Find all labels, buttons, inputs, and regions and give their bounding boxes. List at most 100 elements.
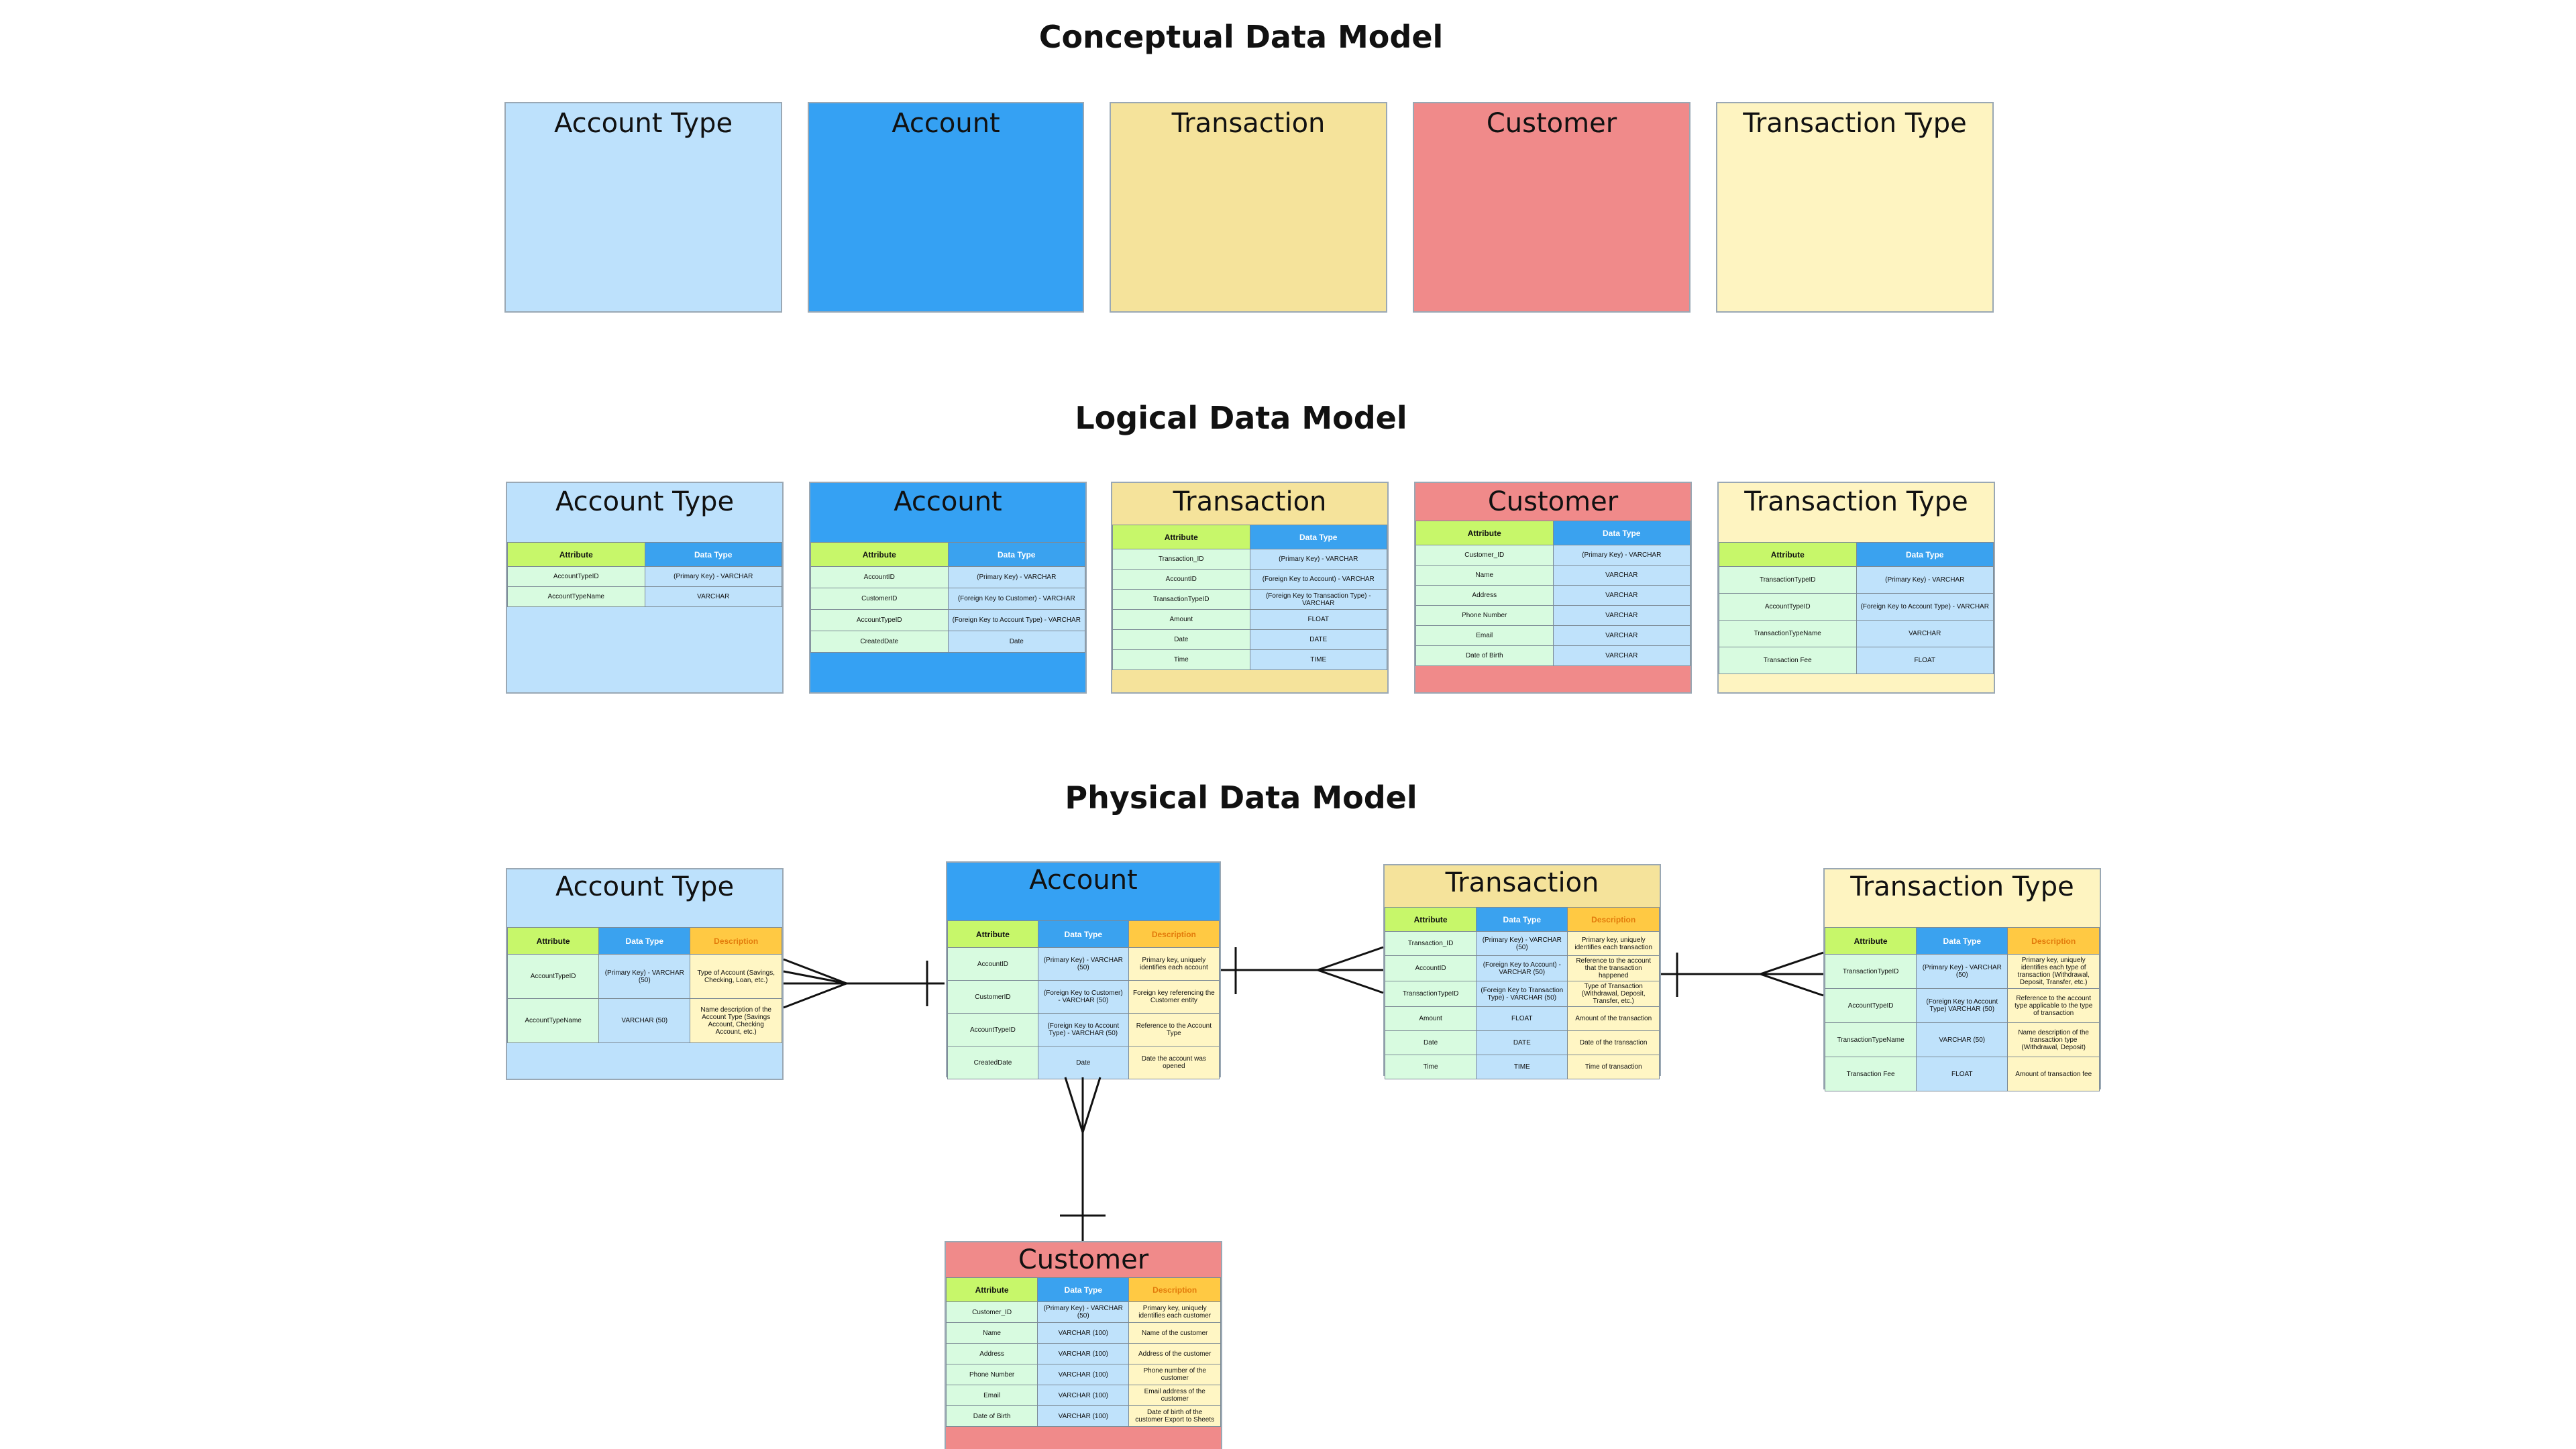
attribute-cell: AccountTypeID <box>506 954 600 999</box>
description-cell: Date of birth of the customer Export to … <box>1128 1405 1221 1427</box>
data-type-cell: (Foreign Key to Transaction Type) - VARC… <box>1249 589 1387 610</box>
description-cell: Time of transaction <box>1567 1055 1660 1079</box>
rel-account-transaction <box>1221 946 1384 994</box>
concept-account[interactable]: Account <box>808 102 1084 313</box>
rel-account-customer <box>1060 1077 1106 1241</box>
header-description: Description <box>1567 907 1660 932</box>
description-cell: Name description of the transaction type… <box>2007 1022 2100 1057</box>
entity-title: Account <box>894 486 1002 517</box>
table-row: AccountID(Primary Key) - VARCHAR <box>810 566 1085 588</box>
data-type-cell: FLOAT <box>1249 609 1387 630</box>
header-data-type: Data Type <box>1037 1277 1130 1302</box>
header-data-type: Data Type <box>1037 920 1129 948</box>
table-row: TransactionTypeID(Primary Key) - VARCHAR… <box>1824 954 2100 989</box>
description-cell: Primary key, uniquely identifies each ty… <box>2007 954 2100 989</box>
description-cell: Type of Transaction (Withdrawal, Deposit… <box>1567 981 1660 1007</box>
attribute-cell: Amount <box>1112 609 1250 630</box>
description-cell: Amount of the transaction <box>1567 1006 1660 1031</box>
description-cell: Date of the transaction <box>1567 1030 1660 1055</box>
data-type-cell: VARCHAR <box>1552 565 1690 586</box>
header-attribute: Attribute <box>506 927 600 955</box>
data-type-cell: VARCHAR <box>1552 645 1690 666</box>
data-type-cell: (Foreign Key to Account) - VARCHAR (50) <box>1476 955 1568 981</box>
header-attribute: Attribute <box>1415 521 1554 545</box>
attribute-cell: AccountTypeID <box>947 1013 1038 1046</box>
table-row: AccountTypeID(Foreign Key to Account Typ… <box>1719 593 1994 621</box>
description-cell: Amount of transaction fee <box>2007 1057 2100 1091</box>
attribute-cell: AccountTypeName <box>507 586 645 607</box>
attribute-cell: TransactionTypeName <box>1824 1022 1917 1057</box>
header-data-type: Data Type <box>1916 927 2008 955</box>
data-type-cell: (Foreign Key to Account) - VARCHAR <box>1249 569 1387 590</box>
entity-title: Transaction Type <box>1850 871 2074 902</box>
table-row: TransactionTypeID(Primary Key) - VARCHAR <box>1719 566 1994 594</box>
attribute-cell: Name <box>1415 565 1554 586</box>
table-row: AccountTypeID(Primary Key) - VARCHAR <box>507 566 782 587</box>
data-type-cell: FLOAT <box>1476 1006 1568 1031</box>
attribute-cell: AccountID <box>810 566 949 588</box>
data-type-cell: VARCHAR (100) <box>1037 1405 1130 1427</box>
data-type-cell: VARCHAR <box>644 586 782 607</box>
data-type-cell: (Foreign Key to Account Type) - VARCHAR … <box>1037 1013 1129 1046</box>
attribute-cell: AccountTypeID <box>810 609 949 631</box>
attribute-cell: CustomerID <box>947 980 1038 1014</box>
concept-transaction[interactable]: Transaction <box>1110 102 1387 313</box>
attribute-cell: Date of Birth <box>1415 645 1554 666</box>
attribute-cell: AccountID <box>1384 955 1477 981</box>
data-type-cell: (Foreign Key to Account Type) VARCHAR (5… <box>1916 988 2008 1023</box>
entity-title: Account <box>892 108 1000 139</box>
table-row: AccountTypeID(Foreign Key to Account Typ… <box>947 1013 1220 1046</box>
description-cell: Reference to the Account Type <box>1128 1013 1220 1046</box>
table-row: CustomerID(Foreign Key to Customer) - VA… <box>810 588 1085 610</box>
concept-account-type[interactable]: Account Type <box>504 102 782 313</box>
attribute-cell: TransactionTypeID <box>1112 589 1250 610</box>
data-type-cell: Date <box>947 631 1085 653</box>
description-cell: Phone number of the customer <box>1128 1364 1221 1385</box>
entity-title: Account Type <box>553 108 733 139</box>
description-cell: Address of the customer <box>1128 1343 1221 1364</box>
entity-title: Transaction <box>1173 486 1327 517</box>
entity-title: Account Type <box>555 871 735 902</box>
table-row: Transaction_ID(Primary Key) - VARCHAR <box>1112 549 1387 570</box>
header-attribute: Attribute <box>1824 927 1917 955</box>
data-type-cell: (Foreign Key to Account Type) - VARCHAR <box>1856 593 1994 621</box>
header-description: Description <box>1128 920 1220 948</box>
concept-customer[interactable]: Customer <box>1413 102 1690 313</box>
data-type-cell: VARCHAR (100) <box>1037 1343 1130 1364</box>
attribute-cell: AccountID <box>1112 569 1250 590</box>
data-type-cell: (Primary Key) - VARCHAR <box>1856 566 1994 594</box>
entity-title: Customer <box>1487 486 1619 517</box>
header-attribute: Attribute <box>810 542 949 567</box>
header-description: Description <box>690 927 782 955</box>
concept-transaction-type[interactable]: Transaction Type <box>1716 102 1994 313</box>
attribute-cell: Transaction Fee <box>1719 647 1857 674</box>
attribute-cell: TransactionTypeID <box>1384 981 1477 1007</box>
attribute-cell: Date <box>1384 1030 1477 1055</box>
attribute-cell: Customer_ID <box>1415 545 1554 566</box>
data-type-cell: (Primary Key) - VARCHAR (50) <box>598 954 691 999</box>
attribute-cell: Email <box>1415 625 1554 646</box>
attribute-cell: AccountTypeName <box>506 998 600 1043</box>
header-data-type: Data Type <box>1476 907 1568 932</box>
table-row: TransactionTypeID(Foreign Key to Transac… <box>1384 981 1660 1007</box>
